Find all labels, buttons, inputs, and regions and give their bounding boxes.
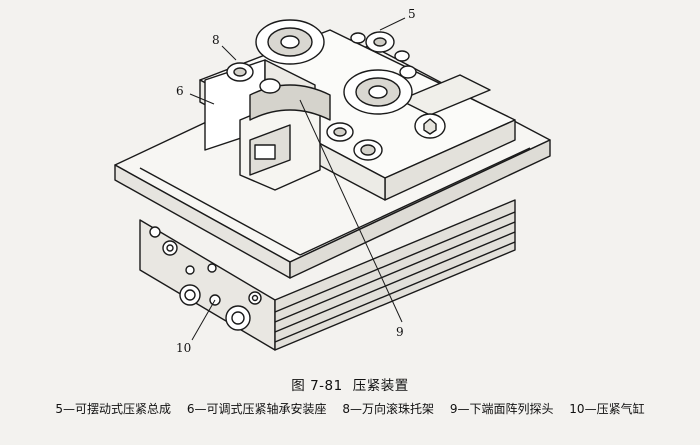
legend-item: 10—压紧气缸 (569, 402, 645, 416)
caption-number: 图 7-81 (291, 378, 343, 394)
callout-leaders (189, 17, 406, 341)
legend-item: 8—万向滚珠托架 (342, 402, 434, 416)
callout-6: 6 (176, 84, 184, 98)
swing-rollers (350, 31, 417, 79)
callout-10: 10 (176, 341, 191, 355)
callout-5: 5 (408, 7, 416, 21)
callout-9: 9 (396, 325, 404, 339)
legend-item: 9—下端面阵列探头 (449, 402, 554, 416)
large-rollers (255, 19, 413, 115)
callout-8: 8 (212, 33, 220, 47)
figure-legend: 5—可摆动式压紧总成 6—可调式压紧轴承安装座 8—万向滚珠托架 9—下端面阵列… (0, 400, 700, 417)
figure-drawing: 5 8 6 9 10 (114, 7, 551, 355)
legend-item: 6—可调式压紧轴承安装座 (186, 402, 327, 416)
cylinder-ports (149, 226, 262, 331)
figure-caption: 图 7-81 压紧装置 (0, 374, 700, 394)
legend-item: 5—可摆动式压紧总成 (55, 402, 172, 416)
probe-housing (239, 84, 331, 191)
caption-title: 压紧装置 (352, 378, 409, 394)
ball-transfer-units (226, 62, 446, 161)
